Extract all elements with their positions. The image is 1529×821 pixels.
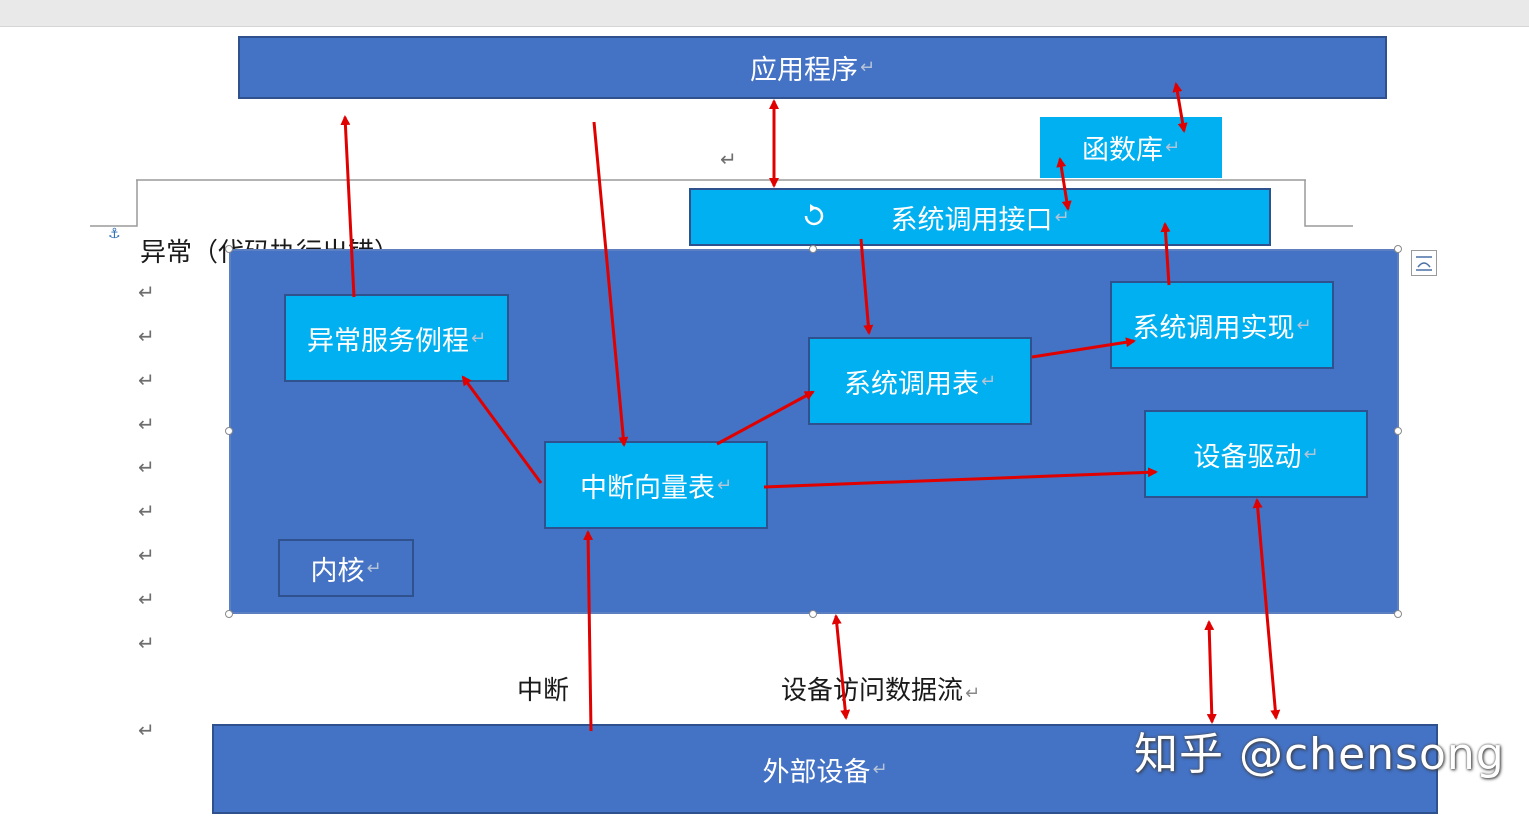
arrow-library-syscall-interface bbox=[1056, 157, 1072, 211]
function-library-label: 函数库 bbox=[1081, 135, 1163, 166]
kernel-label-box[interactable]: 内核↵ bbox=[278, 539, 414, 597]
paragraph-mark: ↵ bbox=[138, 718, 155, 742]
paragraph-mark: ↵ bbox=[138, 412, 155, 436]
resize-handle[interactable] bbox=[809, 245, 817, 253]
paragraph-mark: ↵ bbox=[470, 327, 487, 349]
paragraph-mark: ↵ bbox=[138, 368, 155, 392]
device-driver-box[interactable]: 设备驱动↵ bbox=[1144, 410, 1368, 498]
window-top-bar bbox=[0, 0, 1529, 27]
system-call-table-label: 系统调用表 bbox=[843, 368, 979, 400]
arrow-app-to-vector-table bbox=[592, 121, 629, 447]
interrupt-vector-table-box[interactable]: 中断向量表↵ bbox=[544, 441, 768, 529]
resize-handle[interactable] bbox=[1394, 610, 1402, 618]
arrow-interface-to-table bbox=[859, 238, 874, 335]
system-call-interface-box[interactable]: 系统调用接口↵ bbox=[689, 188, 1271, 246]
arrow-table-to-impl bbox=[1031, 337, 1136, 359]
arrow-app-library bbox=[1172, 82, 1188, 133]
interrupt-vector-table-label: 中断向量表 bbox=[579, 472, 715, 504]
exception-service-routine-label: 异常服务例程 bbox=[306, 325, 469, 357]
watermark: 知乎 @chensong bbox=[1134, 729, 1505, 780]
paragraph-mark: ↵ bbox=[138, 324, 155, 348]
paragraph-mark: ↵ bbox=[1054, 206, 1070, 228]
arrow-driver-device bbox=[1252, 498, 1281, 720]
paragraph-mark: ↵ bbox=[859, 57, 876, 78]
arrow-vector-to-table bbox=[716, 390, 815, 446]
resize-handle[interactable] bbox=[225, 245, 233, 253]
paragraph-mark: ↵ bbox=[1164, 137, 1181, 158]
resize-handle[interactable] bbox=[1394, 245, 1402, 253]
arrow-exception-to-app bbox=[340, 115, 356, 298]
arrow-impl-to-interface bbox=[1160, 222, 1171, 286]
layout-options-icon[interactable] bbox=[1411, 250, 1437, 276]
kernel-label: 内核 bbox=[310, 555, 365, 587]
application-box[interactable]: 应用程序↵ bbox=[238, 36, 1387, 99]
resize-handle[interactable] bbox=[809, 610, 817, 618]
system-call-interface-label: 系统调用接口 bbox=[890, 204, 1053, 236]
rotate-handle-icon[interactable] bbox=[802, 204, 826, 228]
resize-handle[interactable] bbox=[225, 427, 233, 435]
external-device-box[interactable]: 外部设备↵ bbox=[212, 724, 1438, 814]
resize-handle[interactable] bbox=[1394, 427, 1402, 435]
arrow-kernel-device-right bbox=[1204, 620, 1217, 724]
system-call-implementation-label: 系统调用实现 bbox=[1132, 312, 1295, 344]
paragraph-mark: ↵ bbox=[138, 280, 155, 304]
device-access-flow-label: 设备访问数据流↵ bbox=[781, 676, 981, 706]
paragraph-mark: ↵ bbox=[872, 758, 888, 780]
arrow-vector-to-exception bbox=[461, 375, 543, 484]
paragraph-mark: ↵ bbox=[138, 587, 155, 611]
system-call-table-box[interactable]: 系统调用表↵ bbox=[808, 337, 1032, 425]
interrupt-label: 中断 bbox=[517, 676, 570, 706]
exception-service-routine-box[interactable]: 异常服务例程↵ bbox=[284, 294, 509, 382]
paragraph-mark: ↵ bbox=[980, 370, 997, 392]
paragraph-mark: ↵ bbox=[138, 455, 155, 479]
system-call-implementation-box[interactable]: 系统调用实现↵ bbox=[1110, 281, 1334, 369]
anchor-icon: ⚓ bbox=[108, 226, 121, 242]
paragraph-mark: ↵ bbox=[366, 557, 382, 579]
paragraph-mark: ↵ bbox=[138, 631, 155, 655]
paragraph-mark: ↵ bbox=[716, 474, 733, 496]
application-label: 应用程序 bbox=[749, 55, 858, 86]
arrow-device-to-vector bbox=[583, 530, 594, 732]
paragraph-mark: ↵ bbox=[138, 543, 155, 567]
paragraph-mark: ↵ bbox=[720, 147, 737, 171]
resize-handle[interactable] bbox=[225, 610, 233, 618]
arrow-vector-to-driver bbox=[763, 467, 1158, 489]
device-driver-label: 设备驱动 bbox=[1193, 441, 1302, 473]
paragraph-mark: ↵ bbox=[1296, 314, 1312, 336]
paragraph-mark: ↵ bbox=[1303, 443, 1319, 465]
arrow-kernel-device-data bbox=[831, 614, 851, 720]
paragraph-mark: ↵ bbox=[138, 499, 155, 523]
external-device-label: 外部设备 bbox=[762, 756, 871, 788]
